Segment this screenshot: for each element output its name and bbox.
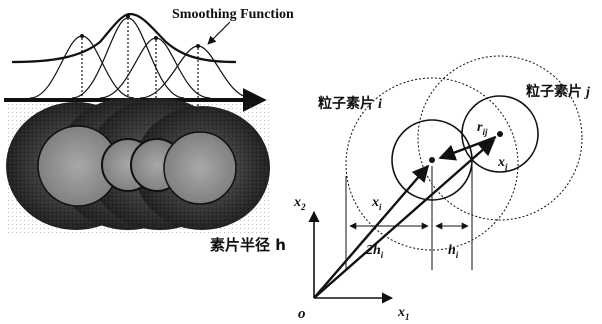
label-x-j: xj <box>497 155 508 172</box>
vector-x-j <box>313 138 496 299</box>
peak-marker-2 <box>126 14 130 18</box>
particle-center-i <box>429 157 435 163</box>
axis-x2-label: x2 <box>293 195 306 212</box>
peak-marker-1 <box>80 34 84 38</box>
kernel-blob <box>6 98 270 234</box>
axis-x1-label: x1 <box>397 305 410 322</box>
vector-r-ij <box>438 135 497 161</box>
peak-marker-3 <box>154 36 158 40</box>
envelope-curve <box>11 12 237 64</box>
radius-label: 素片半径 h <box>210 236 286 254</box>
peak-marker-4 <box>196 44 200 48</box>
particle-circle-j <box>461 95 539 173</box>
label-h-i: hi <box>448 243 459 260</box>
title-pointer-arrow <box>207 21 231 45</box>
label-x-i: xi <box>371 195 382 212</box>
particle-center-j <box>497 131 503 137</box>
vector-x-i <box>313 164 430 299</box>
label-r-ij: rij <box>477 120 488 137</box>
origin-label: o <box>298 306 306 322</box>
smoothing-title: Smoothing Function <box>172 7 294 22</box>
particle-core-4 <box>163 131 237 205</box>
support-circle-j <box>417 55 583 221</box>
label-2h-i: 2hi <box>365 243 384 260</box>
kernel-curve-4 <box>139 45 253 99</box>
support-circle-i <box>345 77 519 251</box>
particle-geometry <box>308 55 583 304</box>
